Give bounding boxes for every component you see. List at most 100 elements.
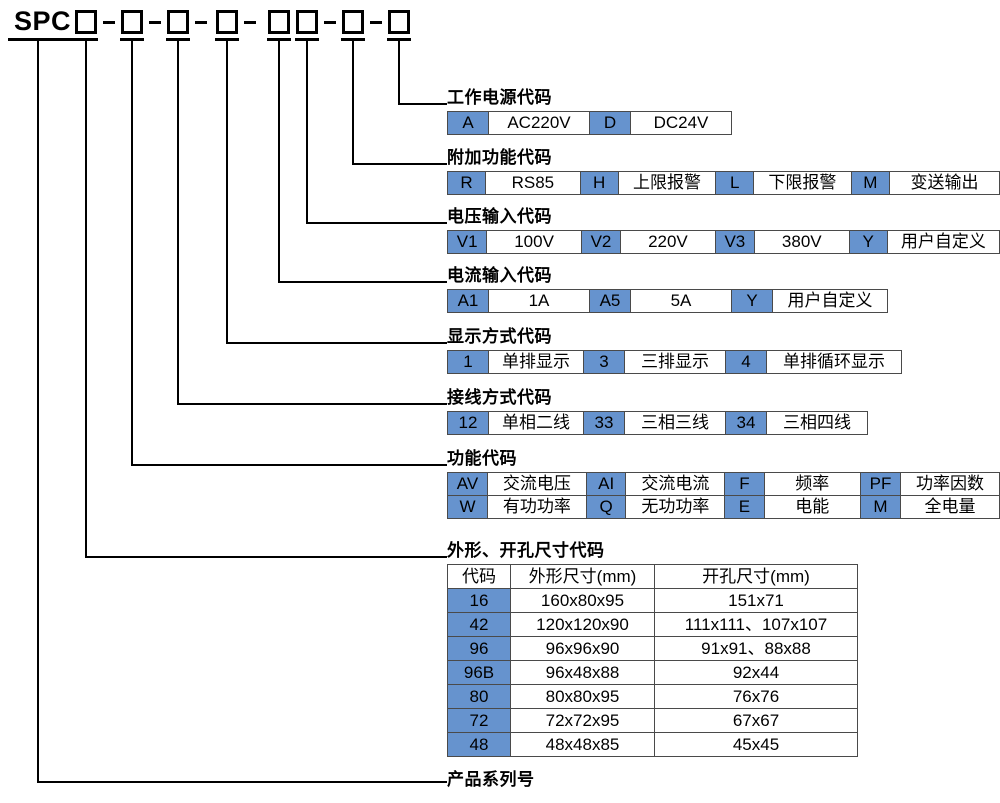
cutout-cell: 67x67 [654, 708, 858, 733]
leader-horizontal-voltage-input [306, 222, 447, 224]
code-cell: 3 [583, 350, 625, 374]
section-wiring-mode-code: 接线方式代码 12 单相二线 33 三相三线 34 三相四线 [447, 388, 868, 435]
outline-cell: 120x120x90 [510, 612, 655, 637]
leader-vertical-wiring-mode [177, 40, 179, 404]
column-header-cutout: 开孔尺寸(mm) [654, 564, 858, 589]
value-cell: DC24V [630, 111, 732, 135]
value-cell: 三相三线 [624, 411, 726, 435]
leader-vertical-dimension [85, 40, 87, 557]
table-row: W 有功功率 Q 无功功率 E 电能 M 全电量 [447, 495, 1000, 519]
section-title-display-mode: 显示方式代码 [447, 327, 552, 346]
code-cell: 34 [725, 411, 767, 435]
value-cell: 220V [620, 230, 716, 254]
code-cell: H [579, 171, 619, 195]
table-row: 48 48x48x85 45x45 [447, 732, 858, 757]
code-cell: R [446, 171, 487, 195]
section-title-wiring-mode: 接线方式代码 [447, 388, 552, 407]
value-cell: 频率 [763, 472, 862, 496]
table-row: A AC220V D DC24V [447, 111, 732, 135]
code-box-5 [268, 10, 290, 34]
code-cell: D [589, 111, 631, 135]
code-box-6 [296, 10, 318, 34]
code-dash-1 [103, 21, 115, 24]
code-cell: Q [585, 495, 627, 519]
leader-horizontal-display-mode [226, 342, 447, 344]
code-cell: 4 [725, 350, 767, 374]
value-cell: 交流电压 [486, 472, 587, 496]
value-cell: 无功功率 [625, 495, 726, 519]
table-current-input-code: A1 1A A5 5A Y 用户自定义 [447, 289, 888, 313]
value-cell: 电能 [763, 495, 862, 519]
value-cell: 1A [488, 289, 590, 313]
value-cell: 有功功率 [486, 495, 587, 519]
code-cell: F [724, 472, 765, 496]
tee-cap-3 [166, 38, 190, 41]
tee-cap-2 [120, 38, 144, 41]
table-row: V1 100V V2 220V V3 380V Y 用户自定义 [446, 230, 1000, 254]
section-product-series-number: 产品系列号 [447, 770, 535, 793]
value-cell: AC220V [488, 111, 590, 135]
code-cell: PF [860, 472, 901, 496]
value-cell: 单排循环显示 [766, 350, 902, 374]
table-header-row: 代码 外形尺寸(mm) 开孔尺寸(mm) [447, 564, 858, 589]
value-cell: 单排显示 [488, 350, 584, 374]
table-row: 16 160x80x95 151x71 [447, 588, 858, 613]
tee-cap-8 [387, 38, 411, 41]
value-cell: 三相四线 [766, 411, 868, 435]
leader-vertical-series [37, 40, 39, 782]
code-cell: 80 [447, 684, 511, 709]
code-cell: M [850, 171, 891, 195]
cutout-cell: 92x44 [654, 660, 858, 685]
outline-cell: 80x80x95 [510, 684, 655, 709]
code-box-2 [121, 10, 143, 34]
table-row: 80 80x80x95 76x76 [447, 684, 858, 709]
value-cell: 三排显示 [624, 350, 726, 374]
code-cell: 72 [447, 708, 511, 733]
leader-vertical-function [131, 40, 133, 465]
tee-cap-1 [74, 38, 98, 41]
column-header-code: 代码 [447, 564, 511, 589]
cutout-cell: 91x91、88x88 [654, 636, 858, 661]
section-voltage-input-code: 电压输入代码 V1 100V V2 220V V3 380V Y 用户自定义 [446, 207, 1000, 254]
table-row: 96B 96x48x88 92x44 [447, 660, 858, 685]
table-display-mode-code: 1 单排显示 3 三排显示 4 单排循环显示 [447, 350, 902, 374]
cutout-cell: 76x76 [654, 684, 858, 709]
model-code-string: SPC [0, 0, 1000, 48]
value-cell: 380V [753, 230, 850, 254]
code-dash-5 [324, 21, 336, 24]
code-box-8 [388, 10, 410, 34]
tee-cap-6 [295, 38, 319, 41]
leader-horizontal-series [37, 781, 447, 783]
section-title-additional-function: 附加功能代码 [447, 148, 552, 167]
table-row: 42 120x120x90 111x111、107x107 [447, 612, 858, 637]
table-voltage-input-code: V1 100V V2 220V V3 380V Y 用户自定义 [446, 230, 1000, 254]
section-title-function: 功能代码 [447, 449, 517, 468]
leader-vertical-additional-function [352, 40, 354, 164]
cutout-cell: 111x111、107x107 [654, 612, 858, 637]
code-dash-6 [370, 21, 382, 24]
value-cell: 下限报警 [753, 171, 852, 195]
section-title-current-input: 电流输入代码 [447, 266, 552, 285]
code-cell: 12 [447, 411, 489, 435]
code-dash-4 [244, 21, 256, 24]
outline-cell: 72x72x95 [510, 708, 655, 733]
table-wiring-mode-code: 12 单相二线 33 三相三线 34 三相四线 [447, 411, 868, 435]
code-cell: A [447, 111, 489, 135]
code-box-7 [342, 10, 364, 34]
code-cell: Y [731, 289, 773, 313]
table-row: 72 72x72x95 67x67 [447, 708, 858, 733]
table-row: A1 1A A5 5A Y 用户自定义 [447, 289, 888, 313]
value-cell: 功率因数 [899, 472, 1000, 496]
code-cell: W [447, 495, 488, 519]
code-cell: 1 [447, 350, 489, 374]
section-display-mode-code: 显示方式代码 1 单排显示 3 三排显示 4 单排循环显示 [447, 327, 902, 374]
model-prefix-label: SPC [14, 6, 72, 36]
leader-horizontal-wiring-mode [177, 403, 447, 405]
leader-horizontal-additional-function [352, 163, 447, 165]
section-additional-function-code: 附加功能代码 R RS85 H 上限报警 L 下限报警 M 变送输出 [446, 148, 1000, 195]
code-cell: AV [447, 472, 488, 496]
code-cell: M [860, 495, 901, 519]
section-title-power-supply: 工作电源代码 [447, 88, 552, 107]
section-title-product-series: 产品系列号 [447, 770, 535, 789]
